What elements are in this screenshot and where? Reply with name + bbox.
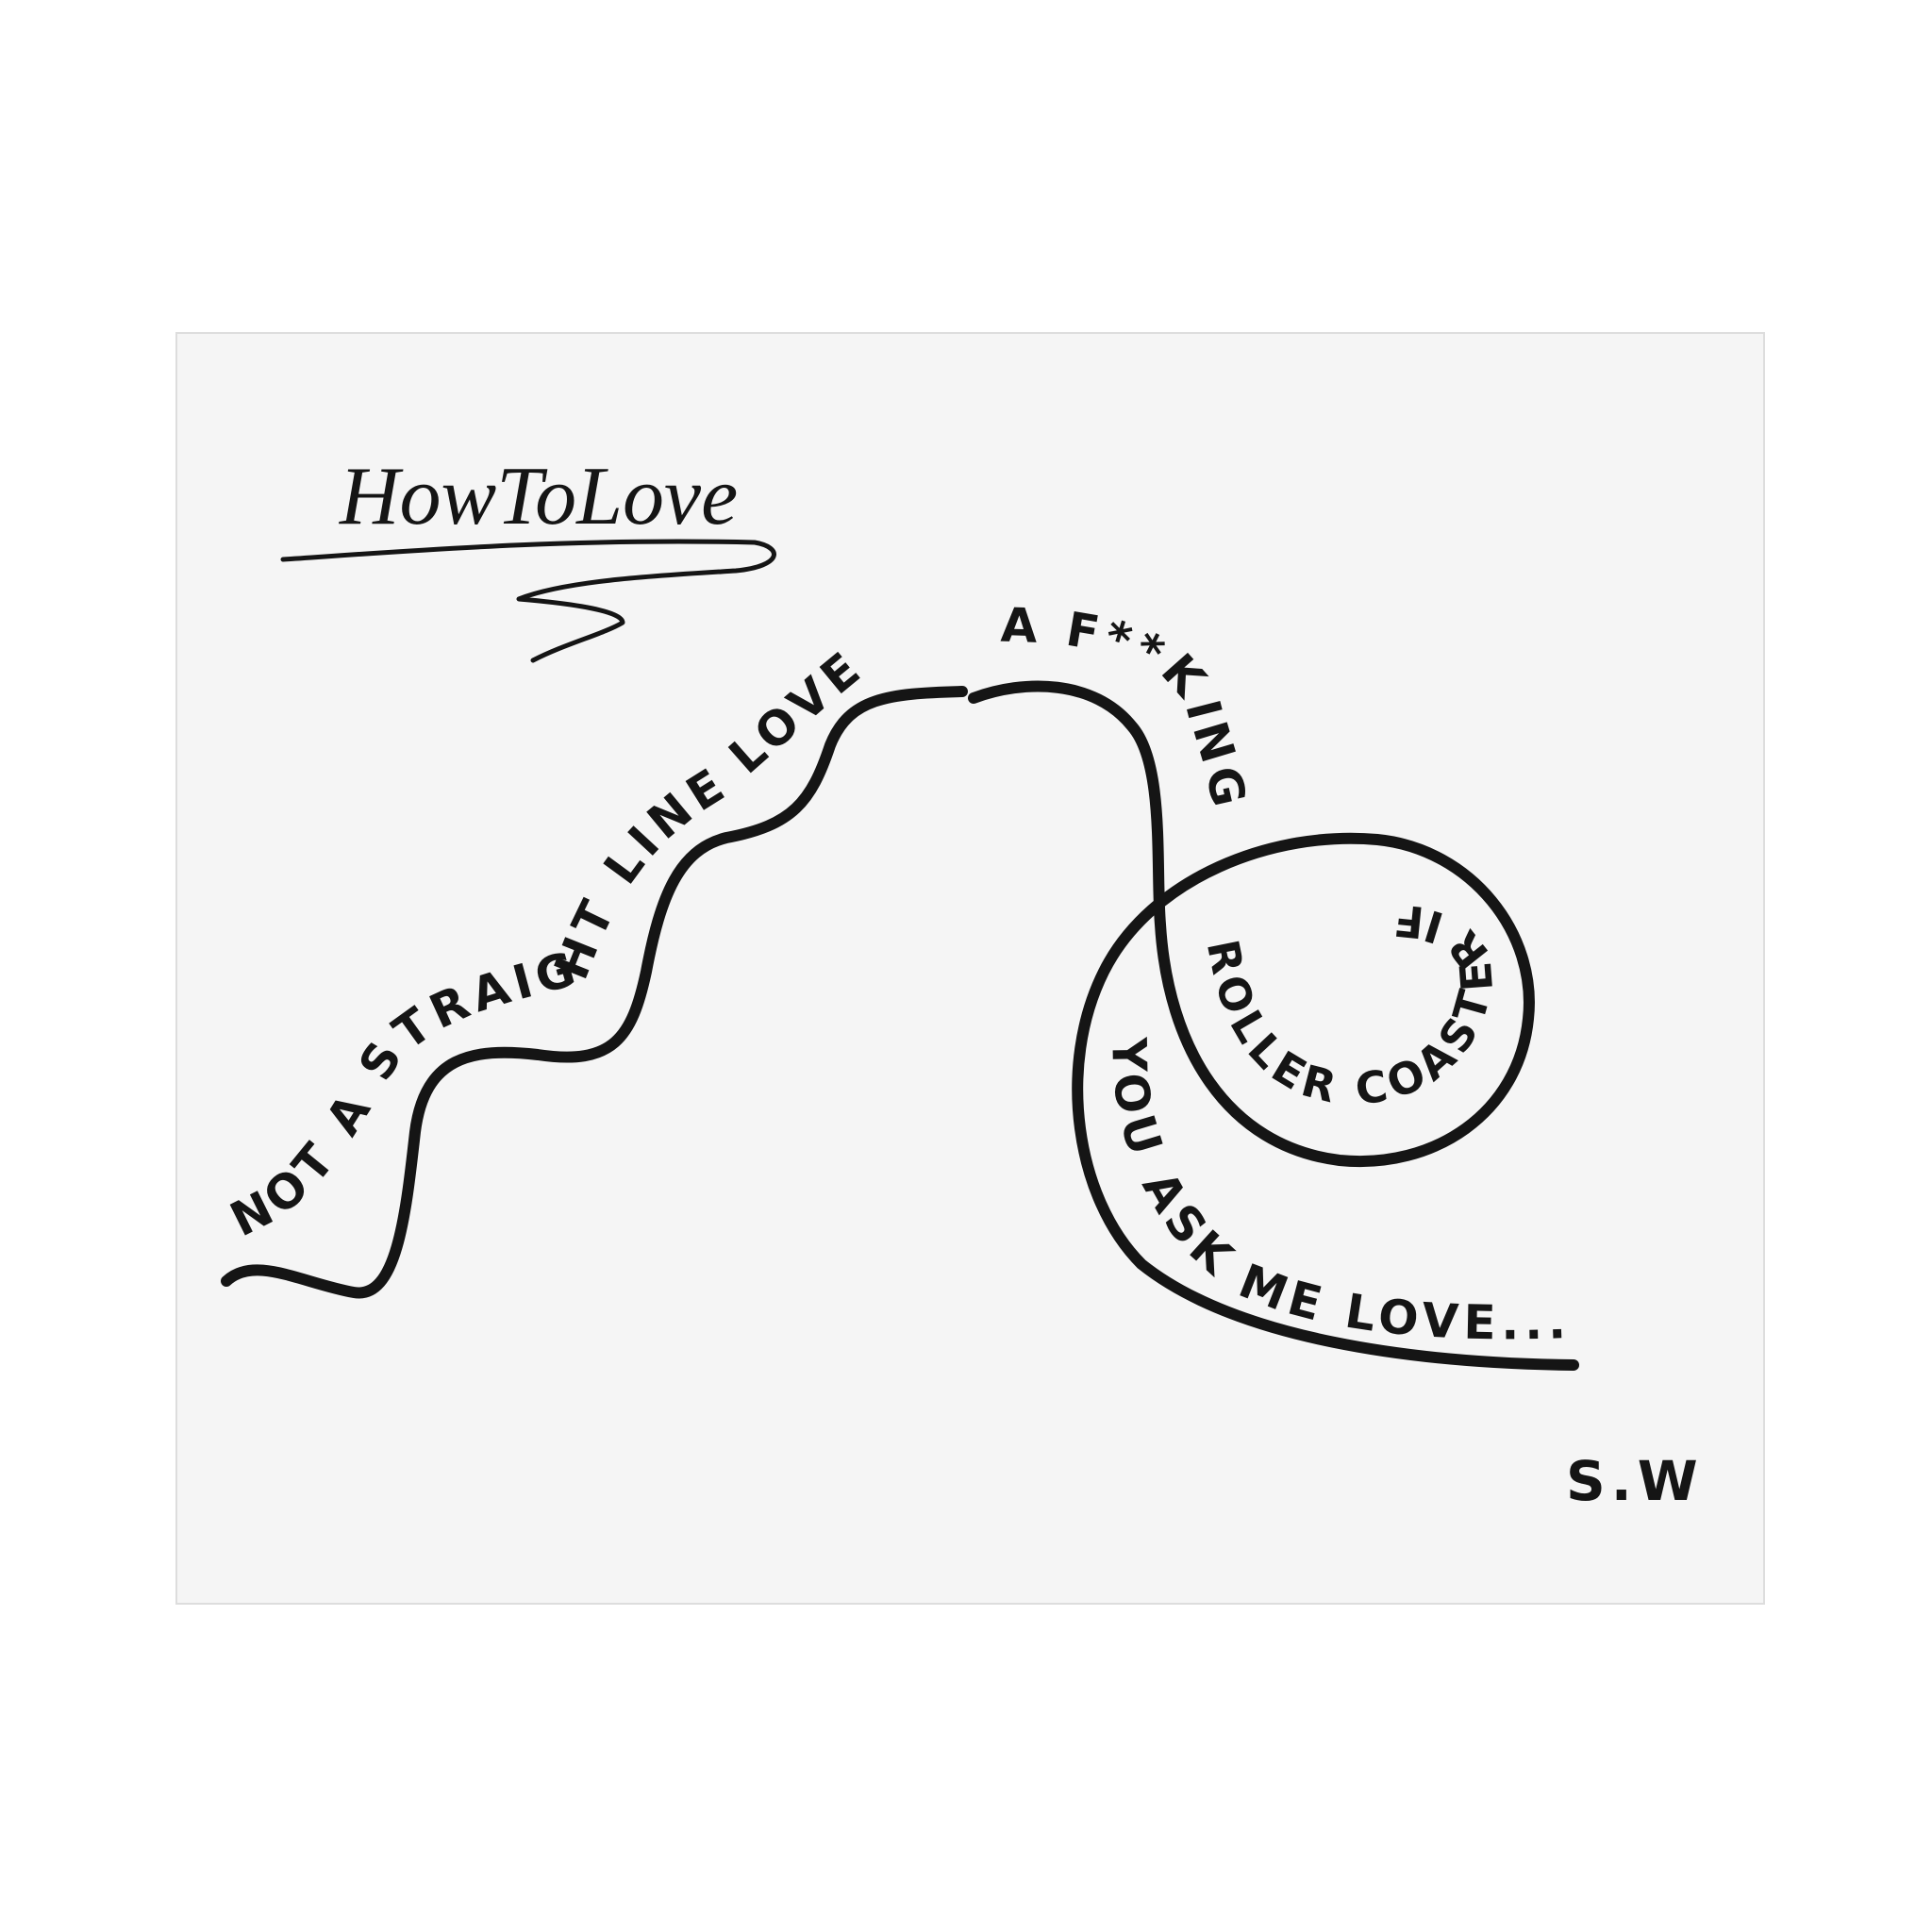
artist-signature: S.W	[1566, 1449, 1704, 1513]
paper-sheet	[175, 332, 1765, 1605]
title-underline	[280, 539, 776, 663]
wavy-line-left	[221, 686, 968, 1299]
ink-drawing	[221, 539, 1579, 1371]
loop-line-right	[968, 680, 1579, 1371]
artwork-title: HowToLove	[339, 451, 738, 542]
